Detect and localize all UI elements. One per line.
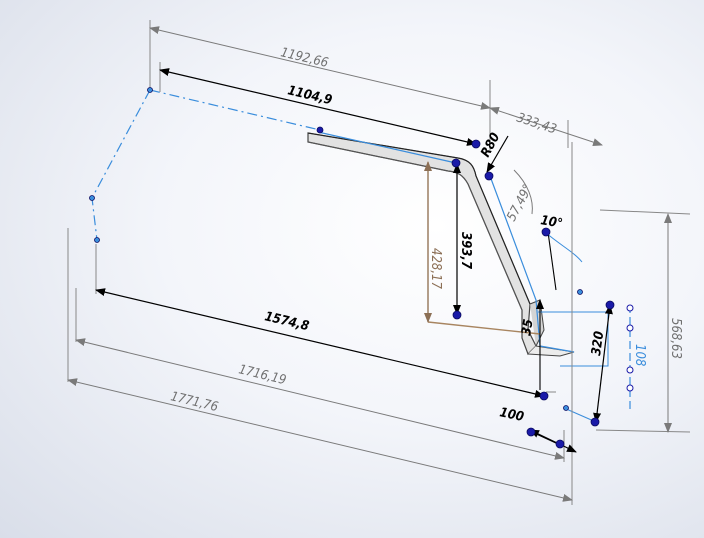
sketch-point: [452, 310, 462, 320]
dim-label-57: 57,49°: [504, 182, 536, 224]
sketch-point-open: [626, 304, 634, 312]
dim-label-428: 428,17: [428, 248, 443, 289]
sketch-point: [563, 405, 569, 411]
sketch-lines[interactable]: [91, 89, 631, 423]
dim-label-333: 333,43: [515, 111, 559, 138]
dim-line-333: [489, 107, 603, 146]
dim-label-1574: 1574,8: [263, 309, 310, 334]
dim-label-35: 35: [519, 318, 537, 337]
dim-line-1104: [159, 68, 477, 146]
sketch-point: [590, 417, 600, 427]
dim-label-1192: 1192,66: [279, 45, 330, 71]
sketch-point-open: [626, 384, 634, 392]
dim-label-108: 108: [632, 344, 647, 366]
sketch-point: [451, 158, 461, 168]
dim-label-393: 393,7: [458, 232, 473, 270]
dim-label-r80: R80: [478, 131, 503, 160]
dim-line-100-ext: [531, 431, 559, 445]
sketch-point: [484, 171, 494, 181]
dim-label-1716: 1716,19: [237, 362, 288, 388]
dim-line-1771: [67, 378, 573, 502]
sketch-points[interactable]: [89, 87, 615, 449]
sketch-construction-left: [91, 89, 151, 241]
sketch-point: [526, 427, 536, 437]
tube-top-edge: [307, 132, 531, 305]
sketch-arc-57: [513, 169, 533, 215]
sketch-point-open: [626, 366, 634, 374]
dim-line-320: [593, 304, 613, 423]
dim-line-1574: [95, 288, 545, 398]
sketch-point: [541, 227, 551, 237]
dimension-lines[interactable]: [67, 26, 672, 502]
dim-label-1771: 1771,76: [169, 389, 220, 415]
extension-lines: [67, 20, 691, 505]
sketch-point-open: [626, 324, 634, 332]
sketch-point: [147, 87, 153, 93]
dim-label-100: 100: [498, 405, 525, 425]
dim-line-r80: [486, 135, 509, 173]
dim-label-10deg: 10°: [539, 213, 563, 232]
sketch-point: [89, 195, 95, 201]
sketch-point: [471, 139, 481, 149]
tube-outline: [307, 132, 537, 356]
dim-line-100: [529, 429, 577, 453]
sketch-point: [94, 237, 100, 243]
dim-line-10deg: [547, 231, 557, 291]
dim-label-568: 568,63: [668, 318, 683, 359]
sketch-open-points[interactable]: [626, 304, 634, 392]
dim-label-320: 320: [589, 330, 607, 356]
sketch-point: [316, 126, 324, 134]
sketch-point: [577, 289, 583, 295]
sketch-point: [539, 391, 549, 401]
sketch-point: [605, 300, 615, 310]
sketch-point: [555, 439, 565, 449]
